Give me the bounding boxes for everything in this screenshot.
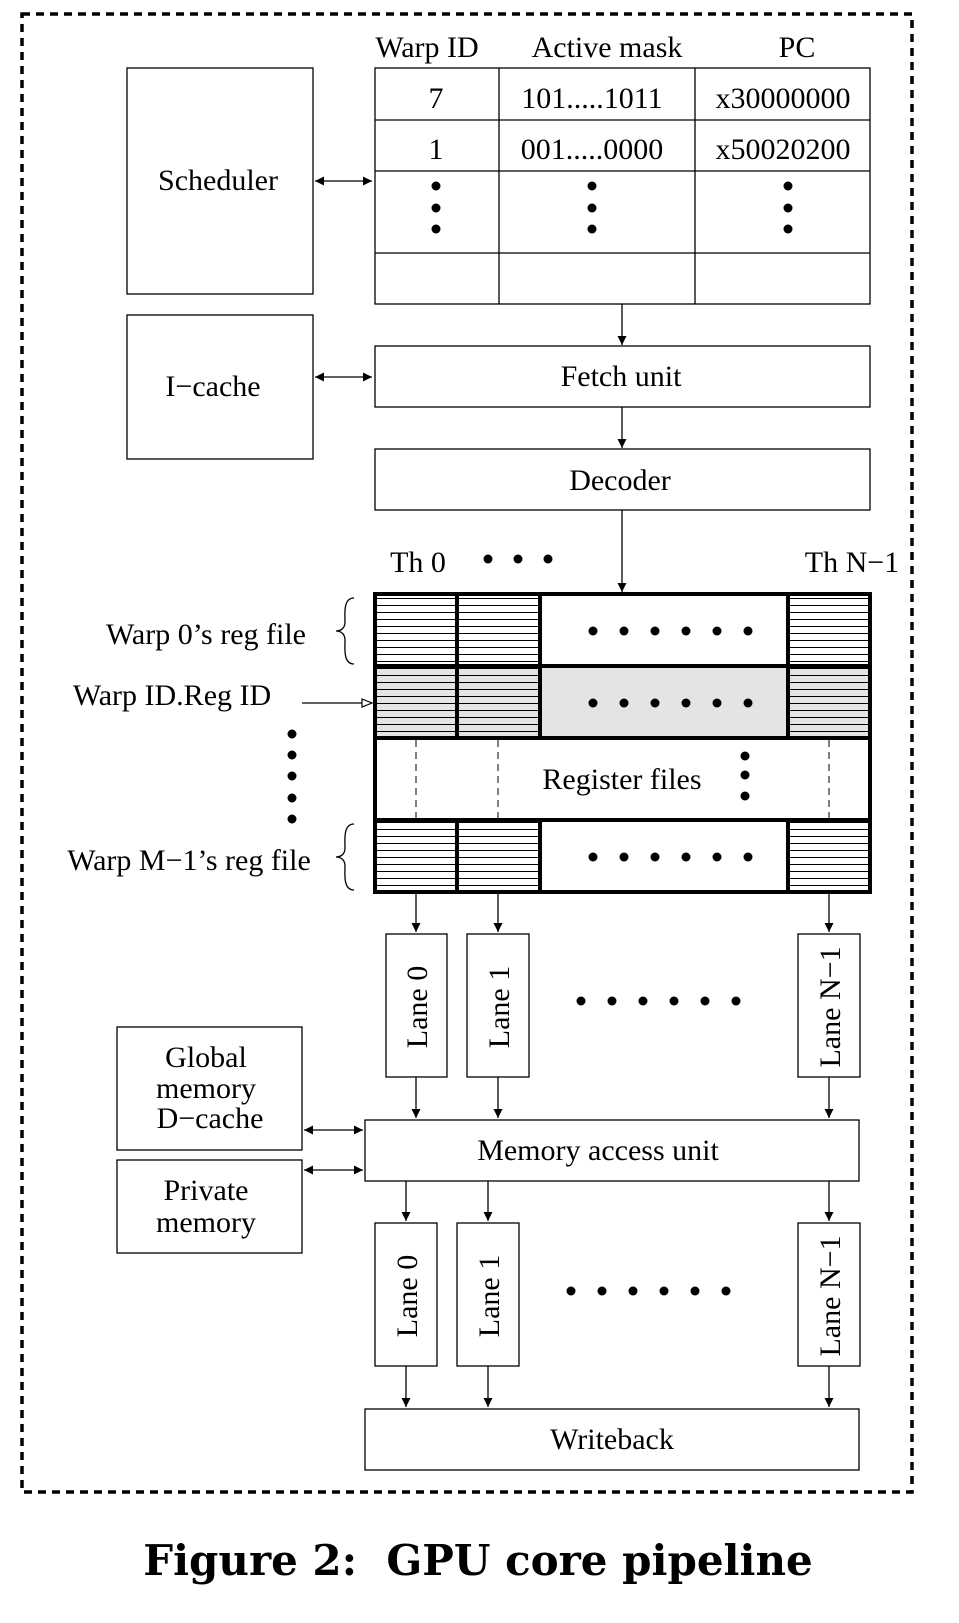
writeback-lane-1-label: Lane 1 bbox=[473, 1255, 506, 1337]
register-files-label: Register files bbox=[542, 763, 701, 796]
memory-access-unit-label: Memory access unit bbox=[477, 1134, 719, 1167]
table-row: 7 101.....1011 x30000000 bbox=[429, 82, 851, 115]
table-cell-active-mask: 001.....0000 bbox=[521, 133, 664, 166]
writeback-lane-n-label: Lane N−1 bbox=[814, 1235, 847, 1356]
table-header-active-mask: Active mask bbox=[532, 31, 683, 64]
execute-lane-n-label: Lane N−1 bbox=[814, 946, 847, 1067]
writeback-label: Writeback bbox=[550, 1423, 674, 1456]
table-ellipsis-dots bbox=[431, 181, 793, 234]
fetch-unit-label: Fetch unit bbox=[561, 360, 682, 393]
execute-lane-n-box bbox=[797, 933, 861, 1078]
register-file-array bbox=[373, 592, 872, 894]
private-memory-label-line1: Private bbox=[164, 1174, 249, 1207]
table-row: 1 001.....0000 x50020200 bbox=[429, 133, 851, 166]
writeback-lane-0-label: Lane 0 bbox=[391, 1255, 424, 1337]
decoder-box bbox=[374, 448, 871, 511]
thread-n-label: Th N−1 bbox=[805, 546, 899, 579]
thread-0-label: Th 0 bbox=[390, 546, 446, 579]
private-memory-box bbox=[116, 1159, 303, 1254]
writeback-lane-1-box bbox=[456, 1222, 520, 1367]
execute-lanes-ellipsis-dots bbox=[576, 996, 741, 1006]
table-header-warp-id: Warp ID bbox=[375, 31, 478, 64]
table-header-pc: PC bbox=[779, 31, 816, 64]
warp-ellipsis-dots bbox=[287, 729, 297, 824]
warp-reg-id-label: Warp ID.Reg ID bbox=[73, 679, 271, 712]
fetch-unit-box bbox=[374, 345, 871, 408]
writeback-lane-0-box bbox=[374, 1222, 438, 1367]
scheduler-box bbox=[126, 67, 314, 295]
global-memory-label-line3: D−cache bbox=[157, 1102, 264, 1135]
warp-0-reg-file-label: Warp 0’s reg file bbox=[106, 618, 306, 651]
memory-access-unit-box bbox=[364, 1119, 860, 1182]
table-cell-active-mask: 101.....1011 bbox=[521, 82, 662, 115]
warp-m-reg-file-label: Warp M−1’s reg file bbox=[67, 844, 311, 877]
execute-lane-1-box bbox=[466, 933, 530, 1078]
thread-ellipsis-dots bbox=[483, 554, 553, 564]
private-memory-label-line2: memory bbox=[156, 1206, 256, 1239]
table-cell-warp-id: 7 bbox=[429, 82, 444, 115]
table-cell-warp-id: 1 bbox=[429, 133, 444, 166]
warp-m-brace-icon bbox=[335, 823, 355, 891]
execute-lane-0-box bbox=[385, 933, 448, 1078]
writeback-lane-n-box bbox=[797, 1222, 861, 1367]
outer-dashed-frame bbox=[20, 12, 914, 1494]
writeback-lanes-ellipsis-dots bbox=[566, 1286, 731, 1296]
table-cell-pc: x50020200 bbox=[716, 133, 851, 166]
scheduler-label: Scheduler bbox=[158, 164, 278, 197]
execute-lane-1-label: Lane 1 bbox=[483, 966, 516, 1048]
global-memory-label-line1: Global bbox=[165, 1041, 247, 1074]
global-memory-box bbox=[116, 1026, 303, 1151]
icache-label: I−cache bbox=[165, 370, 260, 403]
execute-lane-0-label: Lane 0 bbox=[401, 966, 434, 1048]
register-row-ellipsis-dots bbox=[588, 626, 753, 862]
global-memory-label-line2: memory bbox=[156, 1072, 256, 1105]
writeback-box bbox=[364, 1408, 860, 1471]
figure-caption: Figure 2: GPU core pipeline bbox=[143, 1536, 812, 1585]
warp-0-brace-icon bbox=[335, 597, 355, 665]
table-cell-pc: x30000000 bbox=[716, 82, 851, 115]
icache-box bbox=[126, 314, 314, 460]
decoder-label: Decoder bbox=[569, 464, 671, 497]
